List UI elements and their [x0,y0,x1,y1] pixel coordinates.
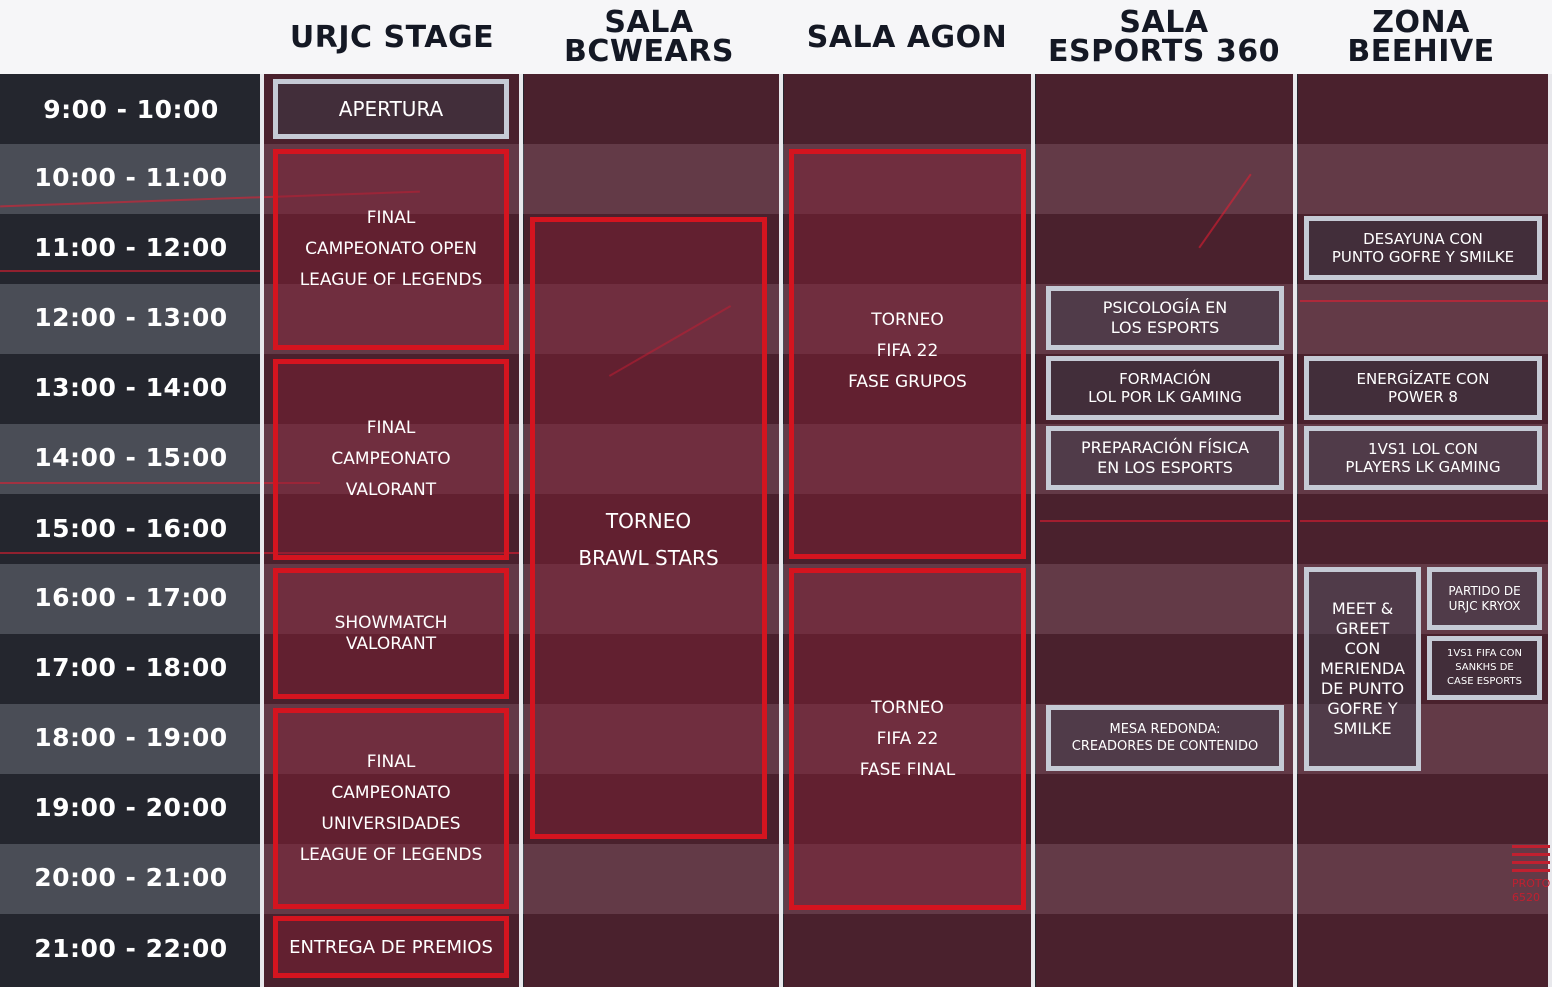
column-tint [784,74,1032,987]
event-torneo-fifa-fase-grupos: TORNEO FIFA 22 FASE GRUPOS [789,149,1026,559]
proto-logo: PROTO 6520 [1512,845,1552,905]
column-tint [1036,74,1294,987]
header-sala-bcwears: SALA BCWEARS [564,5,734,69]
time-slot: 21:00 - 22:00 [34,933,228,963]
event-meet-and-greet: MEET & GREET CON MERIENDA DE PUNTO GOFRE… [1304,567,1421,771]
event-showmatch-valorant: SHOWMATCH VALORANT [273,568,509,699]
event-preparacion-fisica: PREPARACIÓN FÍSICA EN LOS ESPORTS [1046,426,1284,490]
time-slot: 16:00 - 17:00 [34,582,228,612]
event-entrega-de-premios: ENTREGA DE PREMIOS [273,916,509,978]
event-mesa-redonda: MESA REDONDA: CREADORES DE CONTENIDO [1046,705,1284,771]
time-slot: 11:00 - 12:00 [34,232,228,262]
column-tint [1298,74,1548,987]
time-slot: 19:00 - 20:00 [34,792,228,822]
glitch-streak [1300,520,1548,522]
event-torneo-brawl-stars: TORNEO BRAWL STARS [530,217,767,839]
column-divider [1548,74,1552,987]
header-sala-agon: SALA AGON [806,19,1008,55]
column-divider [779,74,783,987]
event-formacion-lol: FORMACIÓN LOL POR LK GAMING [1046,356,1284,420]
event-psicologia-esports: PSICOLOGÍA EN LOS ESPORTS [1046,286,1284,350]
glitch-streak [0,482,320,484]
glitch-streak [1040,520,1290,522]
header-urjc-stage: URJC STAGE [289,19,495,55]
event-1vs1-fifa: 1VS1 FIFA CON SANKHS DE CASE ESPORTS [1427,636,1542,700]
event-desayuna-punto-gofre: DESAYUNA CON PUNTO GOFRE Y SMILKE [1304,216,1542,280]
column-divider [1031,74,1035,987]
time-slot: 9:00 - 10:00 [43,94,219,124]
header-zona-beehive: ZONA BEEHIVE [1347,5,1495,69]
time-slot: 13:00 - 14:00 [34,372,228,402]
column-divider [1293,74,1297,987]
time-slot: 20:00 - 21:00 [34,862,228,892]
event-final-campeonato-universidades-lol: FINAL CAMPEONATO UNIVERSIDADES LEAGUE OF… [273,708,509,909]
header-sala-esports-360: SALA ESPORTS 360 [1048,5,1280,69]
time-slot: 14:00 - 15:00 [34,442,228,472]
event-torneo-fifa-fase-final: TORNEO FIFA 22 FASE FINAL [789,568,1026,910]
column-divider [519,74,523,987]
event-apertura: APERTURA [273,79,509,139]
event-final-campeonato-open-lol: FINAL CAMPEONATO OPEN LEAGUE OF LEGENDS [273,149,509,350]
time-slot: 12:00 - 13:00 [34,302,228,332]
logo-text: PROTO 6520 [1512,877,1551,904]
header-bar [0,0,1552,74]
time-slot: 17:00 - 18:00 [34,652,228,682]
column-tint [264,74,520,987]
logo-bars-icon [1512,845,1550,877]
event-energizate-power8: ENERGÍZATE CON POWER 8 [1304,356,1542,420]
event-partido-urjc-kryox: PARTIDO DE URJC KRYOX [1427,567,1542,630]
time-slot: 18:00 - 19:00 [34,722,228,752]
glitch-streak [1300,300,1548,302]
time-slot: 10:00 - 11:00 [34,162,228,192]
column-divider [260,74,264,987]
glitch-streak [0,270,260,272]
event-final-campeonato-valorant: FINAL CAMPEONATO VALORANT [273,359,509,560]
time-slot: 15:00 - 16:00 [34,513,228,543]
event-1vs1-lol: 1VS1 LOL CON PLAYERS LK GAMING [1304,426,1542,490]
